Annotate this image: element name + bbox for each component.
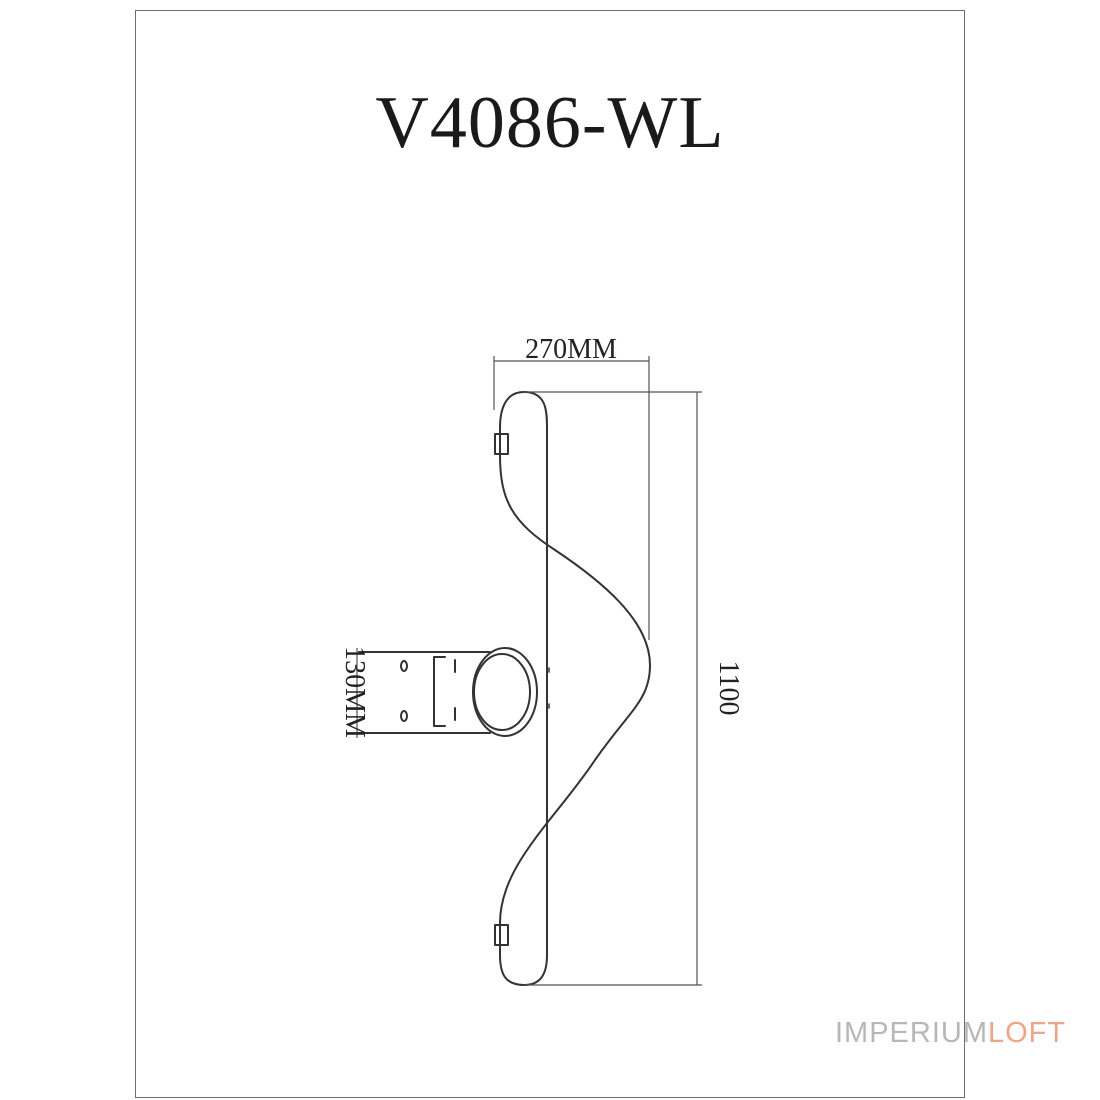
height-dimension-label: 1100 (713, 661, 744, 716)
height-dimension-lines (524, 391, 702, 986)
width-dimension-lines (493, 356, 650, 640)
base-ring-outer (472, 647, 538, 737)
drawing-sheet-frame (135, 10, 965, 1098)
lamp-body-outline (499, 391, 651, 986)
width-dimension-label: 270MM (525, 334, 617, 365)
connector-sleeve-top (494, 433, 509, 455)
screw-bottom (400, 710, 408, 722)
brand-watermark: IMPERIUMLOFT (835, 1013, 1066, 1053)
base-ring-inner (473, 653, 531, 731)
wall-base (358, 647, 550, 737)
connector-sleeve-bottom (494, 924, 509, 946)
mount-bracket (433, 656, 446, 727)
watermark-part-1: IMPERIUM (835, 1017, 988, 1049)
screw-top (400, 660, 408, 672)
model-title: V4086-WL (375, 82, 725, 164)
watermark-part-2: LOFT (988, 1017, 1067, 1049)
base-dimension-label: 130MM (339, 646, 370, 738)
